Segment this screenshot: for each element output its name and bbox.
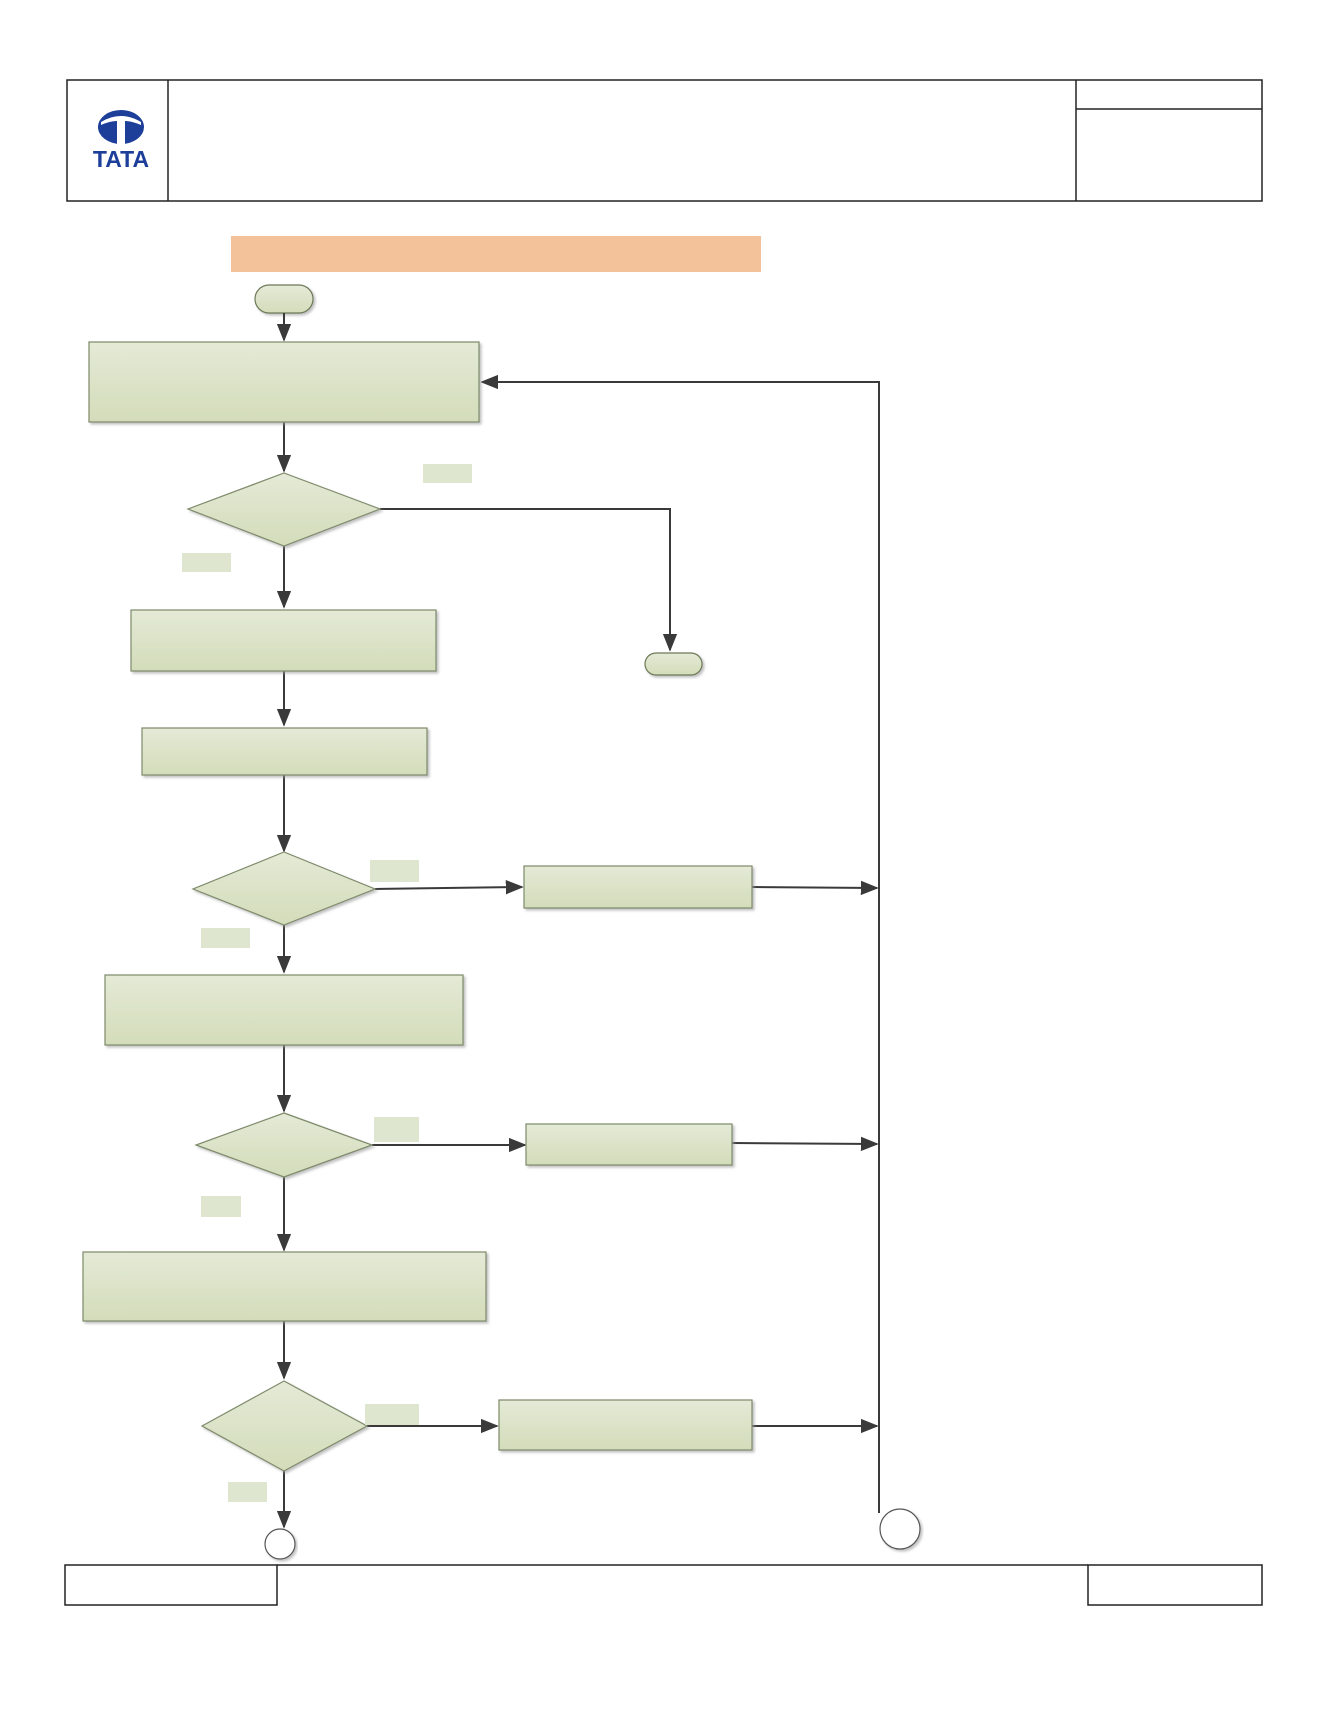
end-terminator xyxy=(644,652,703,676)
connectors xyxy=(276,313,880,1529)
decision-2 xyxy=(191,851,377,926)
connector-circle-left xyxy=(264,1528,296,1560)
side-box-2 xyxy=(525,1123,733,1166)
decision-diamonds xyxy=(186,472,382,1472)
branch-label-2 xyxy=(182,553,231,572)
start-terminator xyxy=(254,284,314,314)
side-box-1 xyxy=(523,865,753,909)
branch-label-1 xyxy=(423,464,472,483)
decision-1 xyxy=(186,472,382,547)
tata-emblem-icon xyxy=(98,110,144,144)
footer-frame xyxy=(64,1564,1263,1606)
branch-label-3 xyxy=(370,860,419,882)
title-banner xyxy=(231,236,761,272)
decision-3 xyxy=(194,1112,374,1178)
branch-label-7 xyxy=(365,1404,419,1425)
process-box-5 xyxy=(82,1251,487,1322)
tata-logo: TATA xyxy=(93,110,149,172)
branch-label-4 xyxy=(201,928,250,948)
header-frame xyxy=(66,79,1263,202)
process-box-1 xyxy=(88,341,480,423)
process-boxes xyxy=(82,341,753,1451)
branch-labels xyxy=(182,464,472,1502)
process-box-4 xyxy=(104,974,464,1046)
decision-4 xyxy=(200,1380,369,1472)
branch-label-6 xyxy=(201,1196,241,1217)
process-box-2 xyxy=(130,609,437,672)
side-box-3 xyxy=(498,1399,753,1451)
process-box-3 xyxy=(141,727,428,776)
connector-circle-right xyxy=(879,1508,921,1550)
branch-label-5 xyxy=(374,1117,419,1142)
branch-label-8 xyxy=(228,1482,267,1502)
logo-text: TATA xyxy=(93,146,149,172)
